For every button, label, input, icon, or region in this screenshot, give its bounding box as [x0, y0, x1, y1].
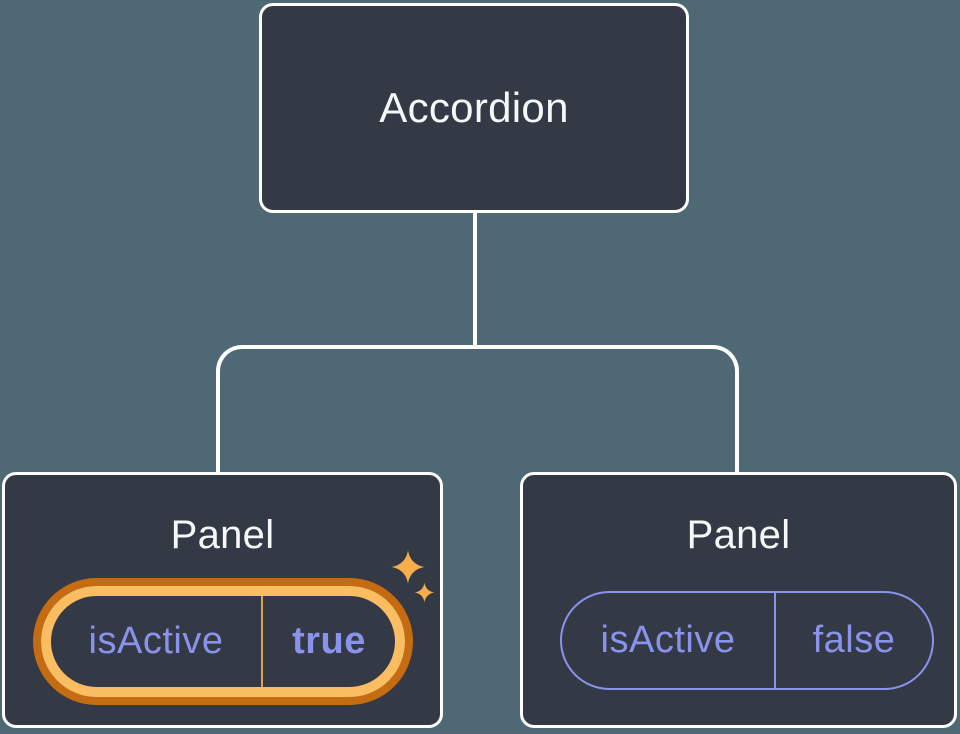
pill-divider	[774, 593, 776, 688]
pill-divider	[261, 596, 263, 687]
connector-branch	[216, 345, 739, 472]
panel-node-inactive: Panel isActive false	[520, 472, 957, 728]
prop-pill-inactive: isActive false	[560, 591, 934, 690]
connector-stem	[473, 210, 477, 349]
panel-title: Panel	[170, 513, 275, 557]
prop-value-label: true	[292, 620, 366, 662]
prop-name-cell: isActive	[562, 593, 774, 688]
prop-name-cell: isActive	[51, 596, 261, 687]
accordion-node: Accordion	[259, 3, 689, 213]
accordion-label: Accordion	[379, 84, 569, 131]
prop-value-cell: false	[776, 593, 932, 688]
panel-title: Panel	[686, 513, 791, 557]
prop-name-label: isActive	[88, 620, 224, 662]
sparkle-large-icon	[391, 550, 425, 584]
sparkle-small-icon	[414, 582, 435, 603]
panel-node-active: Panel isActive true	[2, 472, 443, 728]
prop-value-cell: true	[263, 596, 395, 687]
prop-value-label: false	[812, 619, 896, 661]
prop-pill-active: isActive true	[41, 586, 405, 697]
prop-name-label: isActive	[600, 619, 736, 661]
